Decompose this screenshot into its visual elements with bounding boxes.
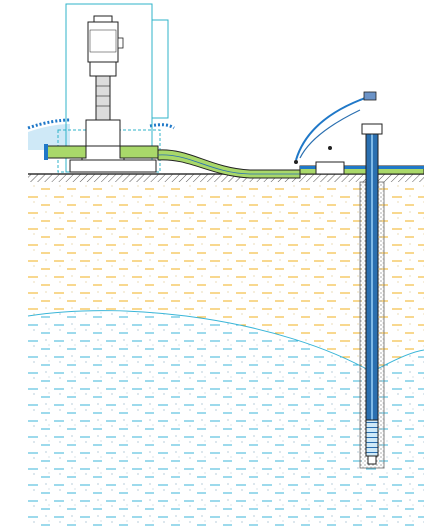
saturated-aquifer-fill (28, 310, 424, 531)
pump-motor (87, 21, 119, 63)
well-screen (365, 419, 379, 457)
wellhead-hoses (294, 91, 377, 164)
discharge-pipe (44, 144, 159, 160)
soil-layers (27, 182, 424, 531)
pump-coupling (89, 61, 117, 77)
pump-stages (95, 75, 111, 121)
vertical-multistage-pump (69, 15, 157, 173)
drawdown-cone-line (27, 310, 424, 373)
pump-base (85, 119, 121, 147)
well (359, 123, 385, 469)
surface-water-pipe (299, 161, 424, 175)
